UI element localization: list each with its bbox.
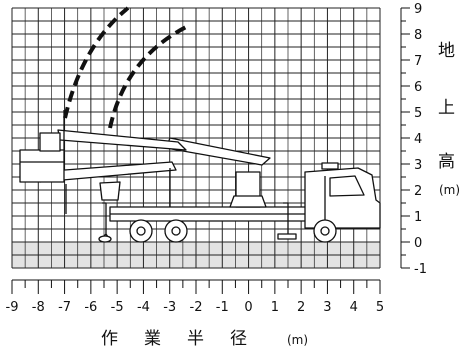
y-tick-label: -1: [414, 262, 427, 277]
boom-rest: [99, 181, 121, 201]
y-tick-label: 8: [414, 28, 422, 43]
x-tick-label: 3: [323, 300, 331, 315]
aerial-truck-drawing: [19, 110, 381, 243]
x-axis-char-2: 業: [144, 329, 161, 349]
outer-swing-arc: [63, 6, 130, 119]
x-axis-title: 作 業 半 径 (m): [101, 329, 308, 349]
y-tick-label: 9: [414, 2, 422, 17]
main-boom: [57, 129, 187, 151]
cab-roof-light: [321, 162, 339, 170]
x-tick-label: -1: [216, 300, 229, 315]
x-tick-label: 0: [244, 300, 252, 315]
x-tick-label: -3: [163, 300, 176, 315]
y-tick-label: 2: [414, 184, 422, 199]
y-tick-label: 4: [414, 132, 422, 147]
x-tick-label: -6: [84, 300, 97, 315]
y-axis-char-1: 地: [438, 41, 455, 61]
x-axis-char-4: 径: [230, 329, 247, 349]
rear-wheel-1-hub: [136, 226, 146, 236]
y-tick-label: 7: [414, 54, 422, 69]
x-tick-label: -4: [137, 300, 150, 315]
x-tick-label: 1: [271, 300, 279, 315]
boom-swing-arcs: [63, 6, 189, 129]
rear-outrigger: [99, 202, 111, 241]
y-axis-title: 地 上 高 (m): [438, 41, 460, 197]
rear-outrigger-pad: [98, 235, 112, 243]
y-tick-label: 5: [414, 106, 422, 121]
y-axis-char-2: 上: [438, 98, 455, 118]
work-platform: [19, 149, 65, 183]
x-tick-label: -7: [58, 300, 71, 315]
x-axis-char-3: 半: [187, 329, 204, 349]
rear-wheel-2-hub: [171, 226, 181, 236]
y-axis-char-3: 高: [438, 152, 455, 172]
turret-base: [229, 195, 267, 208]
x-tick-label: 2: [297, 300, 305, 315]
cab-window: [329, 175, 365, 197]
y-tick-label: 0: [414, 236, 422, 251]
y-tick-label: 3: [414, 158, 422, 173]
x-axis-unit: (m): [287, 333, 308, 347]
y-tick-labels: -1 0 1 2 3 4 5 6 7 8 9: [414, 2, 427, 277]
x-tick-label: 5: [376, 300, 384, 315]
front-outrigger-pad: [277, 233, 297, 240]
platform-cage: [39, 132, 61, 152]
front-outrigger: [283, 202, 289, 236]
x-tick-label: -8: [32, 300, 45, 315]
front-wheel-hub: [320, 226, 330, 236]
y-tick-label: 6: [414, 80, 422, 95]
x-tick-label: -9: [6, 300, 19, 315]
x-tick-labels: -9 -8 -7 -6 -5 -4 -3 -2 -1 0 1 2 3 4 5: [6, 300, 385, 315]
y-axis-unit: (m): [439, 183, 460, 197]
lower-boom: [165, 137, 271, 166]
inner-swing-arc: [108, 24, 189, 129]
y-tick-label: 1: [414, 210, 422, 225]
x-tick-label: -2: [190, 300, 203, 315]
axis-ticks: [11, 7, 410, 294]
x-axis-char-1: 作: [101, 329, 118, 349]
x-tick-label: 4: [350, 300, 358, 315]
x-tick-label: -5: [111, 300, 124, 315]
